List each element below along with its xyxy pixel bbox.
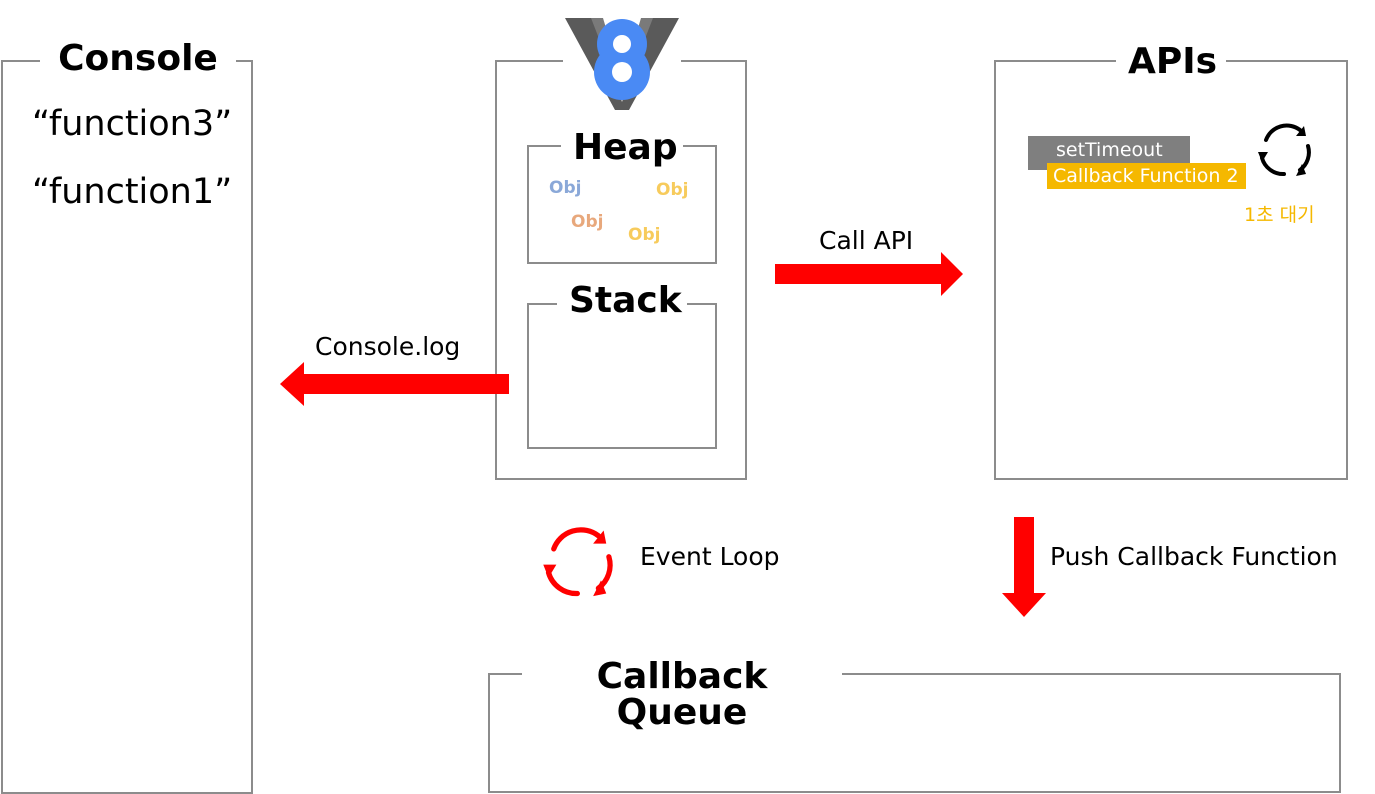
- callback-function-block: Callback Function 2: [1047, 163, 1246, 189]
- call-api-arrow: [775, 252, 963, 296]
- push-callback-label: Push Callback Function: [1050, 542, 1338, 571]
- heap-object: Obj: [549, 178, 582, 198]
- heap-object: Obj: [571, 212, 604, 232]
- console-line-1: “function3”: [32, 104, 233, 144]
- heap-object: Obj: [628, 225, 661, 245]
- apis-panel: [994, 60, 1348, 480]
- heap-object: Obj: [656, 180, 689, 200]
- console-log-arrow: [280, 362, 509, 406]
- console-panel: [1, 60, 253, 794]
- console-log-label: Console.log: [315, 332, 461, 361]
- stack-title: Stack: [557, 283, 687, 319]
- refresh-cycle-icon: [1258, 123, 1311, 176]
- v8-logo-icon: [563, 12, 681, 110]
- wait-label: 1초 대기: [1244, 204, 1315, 226]
- stack-panel: [527, 303, 717, 449]
- console-title: Console: [40, 41, 236, 77]
- apis-title: APIs: [1116, 44, 1226, 80]
- call-api-label: Call API: [819, 226, 914, 255]
- event-loop-label: Event Loop: [640, 542, 780, 571]
- heap-title: Heap: [561, 130, 683, 166]
- event-loop-icon: [543, 527, 613, 597]
- callback-queue-panel: [488, 673, 1341, 793]
- console-line-2: “function1”: [32, 172, 233, 212]
- push-callback-arrow: [1002, 517, 1046, 617]
- callback-queue-title: Callback Queue: [522, 659, 842, 731]
